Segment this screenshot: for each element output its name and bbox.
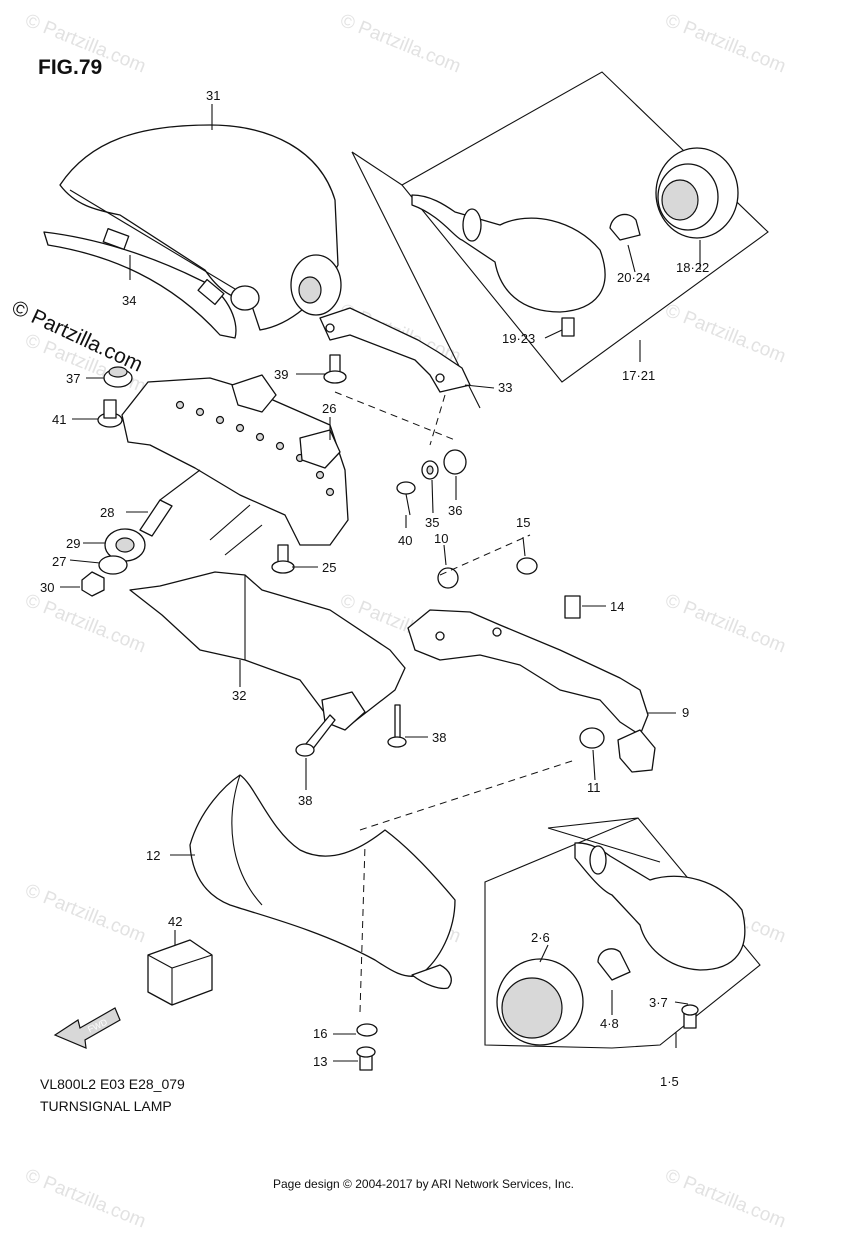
callout-label: 39 [274,367,288,382]
callout-label: 35 [425,515,439,530]
callout-label: 10 [434,531,448,546]
cowl-trim-part [43,228,237,339]
bracket-holes [175,400,335,497]
front-turn-signal-assembly [484,817,761,1049]
section-name: TURNSIGNAL LAMP [40,1098,172,1114]
callout-label: 20·24 [617,270,650,285]
callout-label: 30 [40,580,54,595]
callout-label: 38 [432,730,446,745]
callout-label: 18·22 [676,260,709,275]
callout-label: 13 [313,1054,327,1069]
callout-label: 26 [322,401,336,416]
callout-label: 11 [587,780,601,795]
callout-label: 34 [122,293,136,308]
callout-label: 2·6 [531,930,550,945]
model-code: VL800L2 E03 E28_079 [40,1076,185,1092]
leader-lines [60,104,701,1062]
callout-label: 19·23 [502,331,535,346]
callout-label: 12 [146,848,160,863]
callout-label: 15 [516,515,530,530]
callout-label: 27 [52,554,66,569]
callout-labels: 31 34 17·21 18·22 20·24 19·23 33 37 39 41 26 28 2927… [40,88,709,1089]
exploded-parts-diagram: FWD [40,71,769,1089]
callout-label: 9 [682,705,689,720]
callout-label: 1·5 [660,1074,679,1089]
callout-label: 28 [100,505,114,520]
callout-label: 42 [168,914,182,929]
callout-label: 33 [498,380,512,395]
bracket-33-part [319,307,471,393]
rear-turn-signal-assembly [351,71,769,409]
bracket-9-part [407,609,656,773]
lower-bracket-32 [129,571,406,731]
callout-label: 38 [298,793,312,808]
callout-label: 25 [322,560,336,575]
forward-arrow-icon: FWD [53,1007,121,1049]
seat-cowl-part [59,124,342,331]
lower-cover-12 [189,774,456,990]
callout-label: 3·7 [649,995,668,1010]
callout-label: 14 [610,599,624,614]
callout-label: 17·21 [622,368,655,383]
callout-label: 31 [206,88,220,103]
screws-38 [295,704,407,757]
callout-label: 40 [398,533,412,548]
callout-label: 41 [52,412,66,427]
screws-16-13 [356,1023,378,1071]
relay-42-part [147,939,213,1006]
callout-label: 4·8 [600,1016,619,1031]
callout-label: 29 [66,536,80,551]
callout-label: 16 [313,1026,327,1041]
callout-label: 32 [232,688,246,703]
assembly-lines [334,391,576,1013]
copyright-notice: Page design © 2004-2017 by ARI Network S… [272,1177,574,1191]
figure-title: FIG.79 [38,56,103,79]
main-mount-bracket [121,285,349,556]
callout-label: 37 [66,371,80,386]
callout-label: 36 [448,503,462,518]
small-fasteners [81,354,581,619]
